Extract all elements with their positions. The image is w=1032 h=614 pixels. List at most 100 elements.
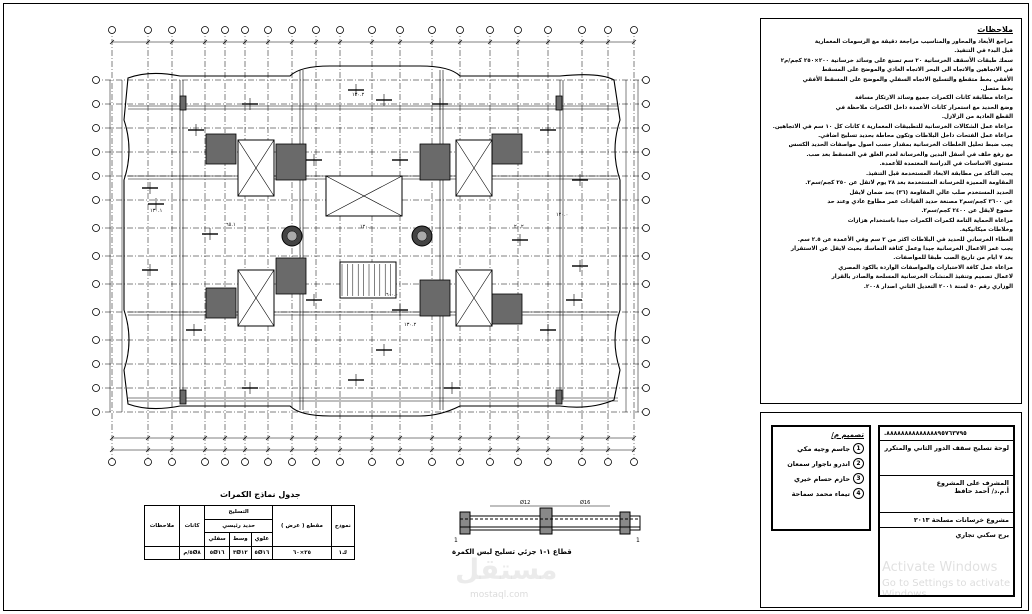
- note-line: وضع الحديد مع استمرار كانات الأعمدة داخل…: [835, 104, 1013, 111]
- dimension-tick: [202, 435, 208, 441]
- note-line: مع رفع خلف في أسفل البدين والخرسانة لعدم…: [806, 151, 1013, 158]
- designer-name: اندرو ناجوار سمعان: [787, 459, 850, 468]
- phone-number: .٨٨٨٨٨٨٨٨٨٨٨٨٨٨٩٥٧٦٣٧٩٥: [880, 427, 1013, 441]
- note-line: خضوع لايقل عن ٢٤٠٠ كجم/سم٢.: [921, 208, 1013, 215]
- axis-bubble: [604, 26, 612, 34]
- note-line: يجب التأكد من مطابقة الابعاد المستخدمة ق…: [866, 170, 1013, 177]
- plan-tag: ٦٥.١: [226, 222, 236, 228]
- table-cell: ٢٥×٦٠: [272, 545, 332, 560]
- column: [491, 133, 523, 165]
- dimension-tick: [397, 447, 403, 453]
- section-detail: Ø12 Ø16 1 1: [454, 499, 641, 544]
- dimension-tick: [242, 447, 248, 453]
- dimension-tick: [429, 435, 435, 441]
- plan-tag: ١٣٠.٢: [352, 92, 365, 98]
- dimension-tick: [579, 435, 585, 441]
- axis-bubble: [92, 148, 100, 156]
- axis-bubble: [288, 458, 296, 466]
- circular-column-core: [416, 230, 428, 242]
- note-line: وخلاطات ميكانيكية.: [959, 227, 1013, 234]
- dimension-tick: [397, 39, 403, 45]
- column: [275, 257, 307, 295]
- reinforcement-header: التسليح: [204, 505, 274, 520]
- axis-bubble: [428, 458, 436, 466]
- axis-bubble: [312, 458, 320, 466]
- axis-bubble: [201, 458, 209, 466]
- axis-bubble: [642, 252, 650, 260]
- plan-tag: ١٢٠.٠: [360, 224, 372, 230]
- axis-bubble: [642, 384, 650, 392]
- axis-bubble: [144, 26, 152, 34]
- table-cell: ٣Ø١٢: [229, 545, 252, 560]
- table-cell: [144, 545, 180, 560]
- axis-bubble: [642, 100, 650, 108]
- dimension-tick: [545, 447, 551, 453]
- column: [491, 293, 523, 325]
- axis-bubble: [514, 26, 522, 34]
- axis-bubble: [642, 148, 650, 156]
- axis-bubble: [368, 26, 376, 34]
- axis-bubble: [396, 26, 404, 34]
- note-line: في الاتجاهين والاتجاه الى البحر الاتجاه …: [821, 67, 1013, 74]
- watermark-logo: مستقل: [455, 553, 558, 586]
- project-name: مشروع خرسانات مسلحة ٢٠١٣: [880, 513, 1013, 528]
- sheet-title: لوحة تسليح سقف الدور الثاني والمتكرر: [880, 441, 1013, 476]
- dimension-tick: [313, 39, 319, 45]
- axis-bubble: [396, 458, 404, 466]
- column: [179, 389, 187, 405]
- axis-bubble: [486, 458, 494, 466]
- designers-heading: تصميم م/: [831, 431, 864, 439]
- dimension-tick: [289, 39, 295, 45]
- axis-bubble: [642, 280, 650, 288]
- activate-windows-title: Activate Windows: [882, 560, 998, 575]
- plan-tag: ١٣٠.٢: [404, 322, 417, 328]
- dimension-tick: [169, 39, 175, 45]
- axis-bubble: [264, 458, 272, 466]
- note-line: بخط متصل.: [980, 86, 1013, 93]
- dimension-tick: [313, 435, 319, 441]
- axis-bubble: [92, 336, 100, 344]
- column: [555, 389, 563, 405]
- opening-cross: [237, 139, 275, 197]
- plan-tag: ١٣٠.١: [150, 208, 162, 214]
- dimension-tick: [397, 435, 403, 441]
- axis-bubble: [108, 458, 116, 466]
- activate-windows-hint: Go to Settings to activate Windows.: [882, 578, 1011, 600]
- dimension-tick: [109, 39, 115, 45]
- dimension-tick: [487, 435, 493, 441]
- beam-schedule-table: نموذج مقطع ( عرض ) التسليح كانات ملاحظات…: [144, 505, 356, 560]
- notes-title: ملاحظات: [977, 25, 1013, 34]
- svg-text:1: 1: [454, 537, 458, 544]
- title-block-info: .٨٨٨٨٨٨٨٨٨٨٨٨٨٨٩٥٧٦٣٧٩٥ لوحة تسليح سقف ا…: [878, 425, 1015, 597]
- dimension-tick: [202, 447, 208, 453]
- note-line: بعد ٧ ايام من تاريخ الصب طبقا للمواصفات.: [893, 255, 1013, 262]
- note-line: لاعمال تصميم وتنفيذ المنشآت الخرسانية ال…: [831, 274, 1013, 281]
- axis-bubble: [642, 76, 650, 84]
- col-type-header: نموذج: [330, 505, 356, 547]
- mid-header: وسط: [229, 532, 252, 547]
- axis-bubble: [241, 458, 249, 466]
- supervisor-label: المشرف على المشروع: [936, 479, 1009, 487]
- column: [205, 133, 237, 165]
- note-line: مراعاة الحماية التامة لكمرات الكمرات جيد…: [847, 217, 1013, 224]
- note-line: سمك طبقات الأسقف الخرسانية ٢٠ سم تصنع عل…: [780, 57, 1013, 64]
- axis-bubble: [92, 196, 100, 204]
- svg-text:1: 1: [636, 537, 640, 544]
- axis-bubble: [264, 26, 272, 34]
- column: [275, 143, 307, 181]
- remarks-header: ملاحظات: [144, 505, 180, 547]
- axis-bubble: [168, 458, 176, 466]
- dimension-tick: [545, 39, 551, 45]
- note-line: مستوى الاساسات في الدراسة المعتمدة للأعم…: [879, 161, 1013, 168]
- plan-tag: ٦٠٠.٠: [386, 292, 398, 298]
- axis-bubble: [92, 252, 100, 260]
- dimension-tick: [313, 447, 319, 453]
- axis-bubble: [92, 384, 100, 392]
- note-line: مراجع الأبعاد والمحاور والمناسيب مراجعة …: [814, 39, 1013, 45]
- axis-bubble: [312, 26, 320, 34]
- dimension-tick: [369, 435, 375, 441]
- table-cell: ٥Ø٨/م: [178, 545, 206, 560]
